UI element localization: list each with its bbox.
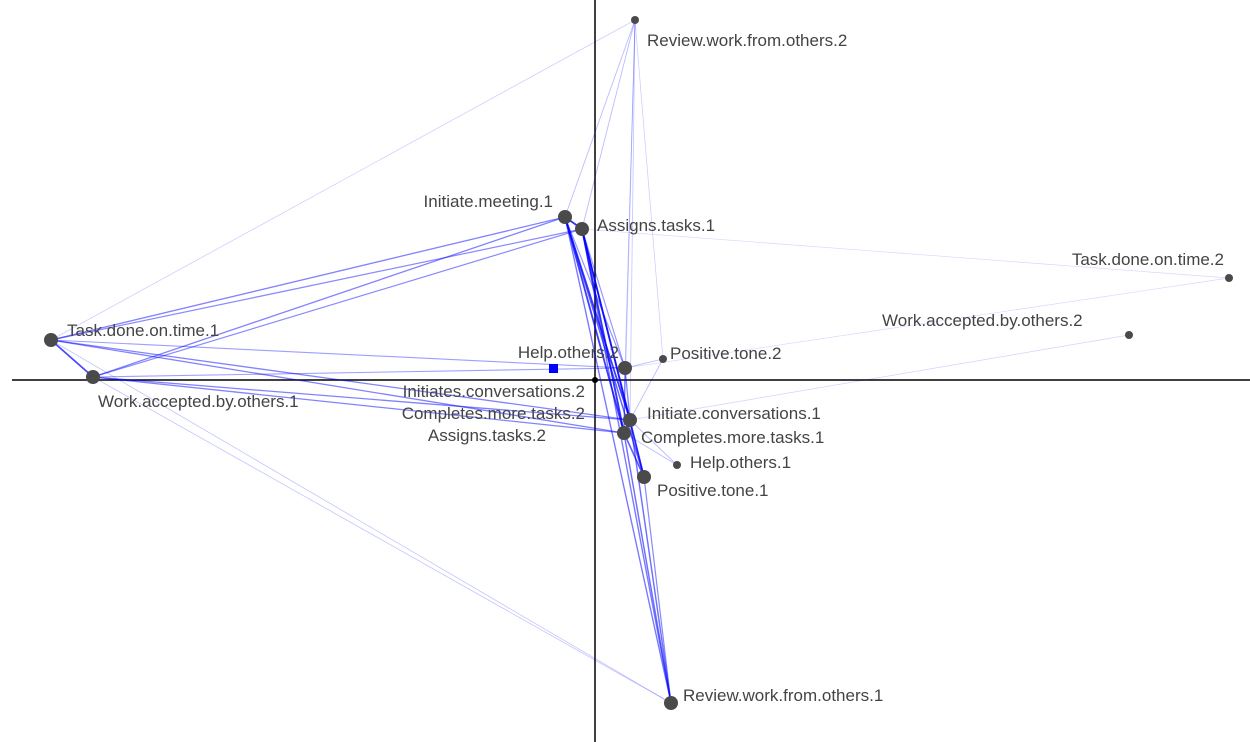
node-review2 xyxy=(631,16,639,24)
node-label-workacc2: Work.accepted.by.others.2 xyxy=(882,311,1083,330)
edge-taskdone1-workacc1 xyxy=(50,339,94,378)
edge-taskdone1-initconv1 xyxy=(50,339,631,421)
node-label-assigns1: Assigns.tasks.1 xyxy=(597,216,715,235)
node-positive2 xyxy=(659,355,667,363)
node-helpothers2 xyxy=(618,361,632,375)
edge-review2-assigns1 xyxy=(581,19,636,230)
node-label-completes2: Completes.more.tasks.2 xyxy=(402,404,585,423)
edge-initconv1-positive1 xyxy=(629,419,645,478)
node-helpothers1 xyxy=(673,461,681,469)
node-layer xyxy=(44,16,1233,710)
edge-positive2-initconv1 xyxy=(629,358,664,421)
node-positive1 xyxy=(637,470,651,484)
edge-meeting1-taskdone1 xyxy=(50,216,566,341)
node-initconv1 xyxy=(623,413,637,427)
node-label-initconv1: Initiate.conversations.1 xyxy=(647,404,821,423)
edge-helpothers2-assigns1 xyxy=(581,228,626,369)
node-workacc2 xyxy=(1125,331,1133,339)
centroid-marker xyxy=(549,364,558,373)
edge-review2-initconv1 xyxy=(629,19,636,421)
edge-meeting1-workacc1 xyxy=(92,216,566,378)
node-label-completes1: Completes.more.tasks.1 xyxy=(641,428,824,447)
node-review1 xyxy=(664,696,678,710)
edge-review1-initconv1 xyxy=(629,419,672,704)
node-label-review1: Review.work.from.others.1 xyxy=(683,686,883,705)
edge-helpothers2-initconv1 xyxy=(624,367,631,421)
node-label-positive2: Positive.tone.2 xyxy=(670,344,782,363)
node-label-review2: Review.work.from.others.2 xyxy=(647,31,847,50)
node-label-helpothers2: Help.others.2 xyxy=(518,343,619,362)
edge-taskdone1-helpothers2 xyxy=(50,339,626,369)
node-label-workacc1: Work.accepted.by.others.1 xyxy=(98,392,299,411)
node-label-taskdone2: Task.done.on.time.2 xyxy=(1072,250,1224,269)
node-label-initconv2: Initiates.conversations.2 xyxy=(403,382,585,401)
node-assigns1 xyxy=(575,222,589,236)
node-meeting1 xyxy=(558,210,572,224)
edge-review1-taskdone1 xyxy=(50,339,672,704)
label-layer: Review.work.from.others.2Initiate.meetin… xyxy=(67,31,1224,705)
edge-taskdone2-assigns1 xyxy=(581,228,1230,279)
edge-review1-positive1 xyxy=(643,476,672,704)
edge-review2-helpothers2 xyxy=(624,19,636,369)
node-label-meeting1: Initiate.meeting.1 xyxy=(424,192,553,211)
edge-review2-meeting1 xyxy=(564,19,636,218)
edge-assigns1-taskdone1 xyxy=(50,228,583,341)
edge-review1-workacc1 xyxy=(92,376,672,704)
origin-marker xyxy=(592,377,598,383)
node-label-taskdone1: Task.done.on.time.1 xyxy=(67,321,219,340)
node-label-helpothers1: Help.others.1 xyxy=(690,453,791,472)
node-workacc1 xyxy=(86,370,100,384)
edge-positive2-review2 xyxy=(634,19,664,360)
node-label-assigns2: Assigns.tasks.2 xyxy=(428,426,546,445)
node-completes1 xyxy=(617,426,631,440)
edge-workacc1-helpothers2 xyxy=(92,367,626,378)
edge-workacc2-initconv1 xyxy=(629,334,1130,421)
node-taskdone2 xyxy=(1225,274,1233,282)
edge-workacc1-initconv1 xyxy=(92,376,631,421)
edge-helpothers1-completes1 xyxy=(623,432,678,466)
edge-completes1-positive1 xyxy=(623,432,645,478)
edge-helpothers2-meeting1 xyxy=(564,216,626,369)
edge-review2-taskdone1 xyxy=(50,19,636,341)
edge-taskdone1-completes1 xyxy=(50,339,625,434)
edge-layer xyxy=(50,19,1230,704)
node-label-positive1: Positive.tone.1 xyxy=(657,481,769,500)
edge-taskdone2-helpothers2 xyxy=(624,277,1230,369)
edge-review1-assigns1 xyxy=(581,228,672,704)
edge-helpothers1-initconv1 xyxy=(629,419,678,466)
edge-assigns1-workacc1 xyxy=(92,228,583,378)
edge-review1-meeting1 xyxy=(564,216,672,704)
node-taskdone1 xyxy=(44,333,58,347)
edge-workacc1-completes1 xyxy=(92,376,625,434)
